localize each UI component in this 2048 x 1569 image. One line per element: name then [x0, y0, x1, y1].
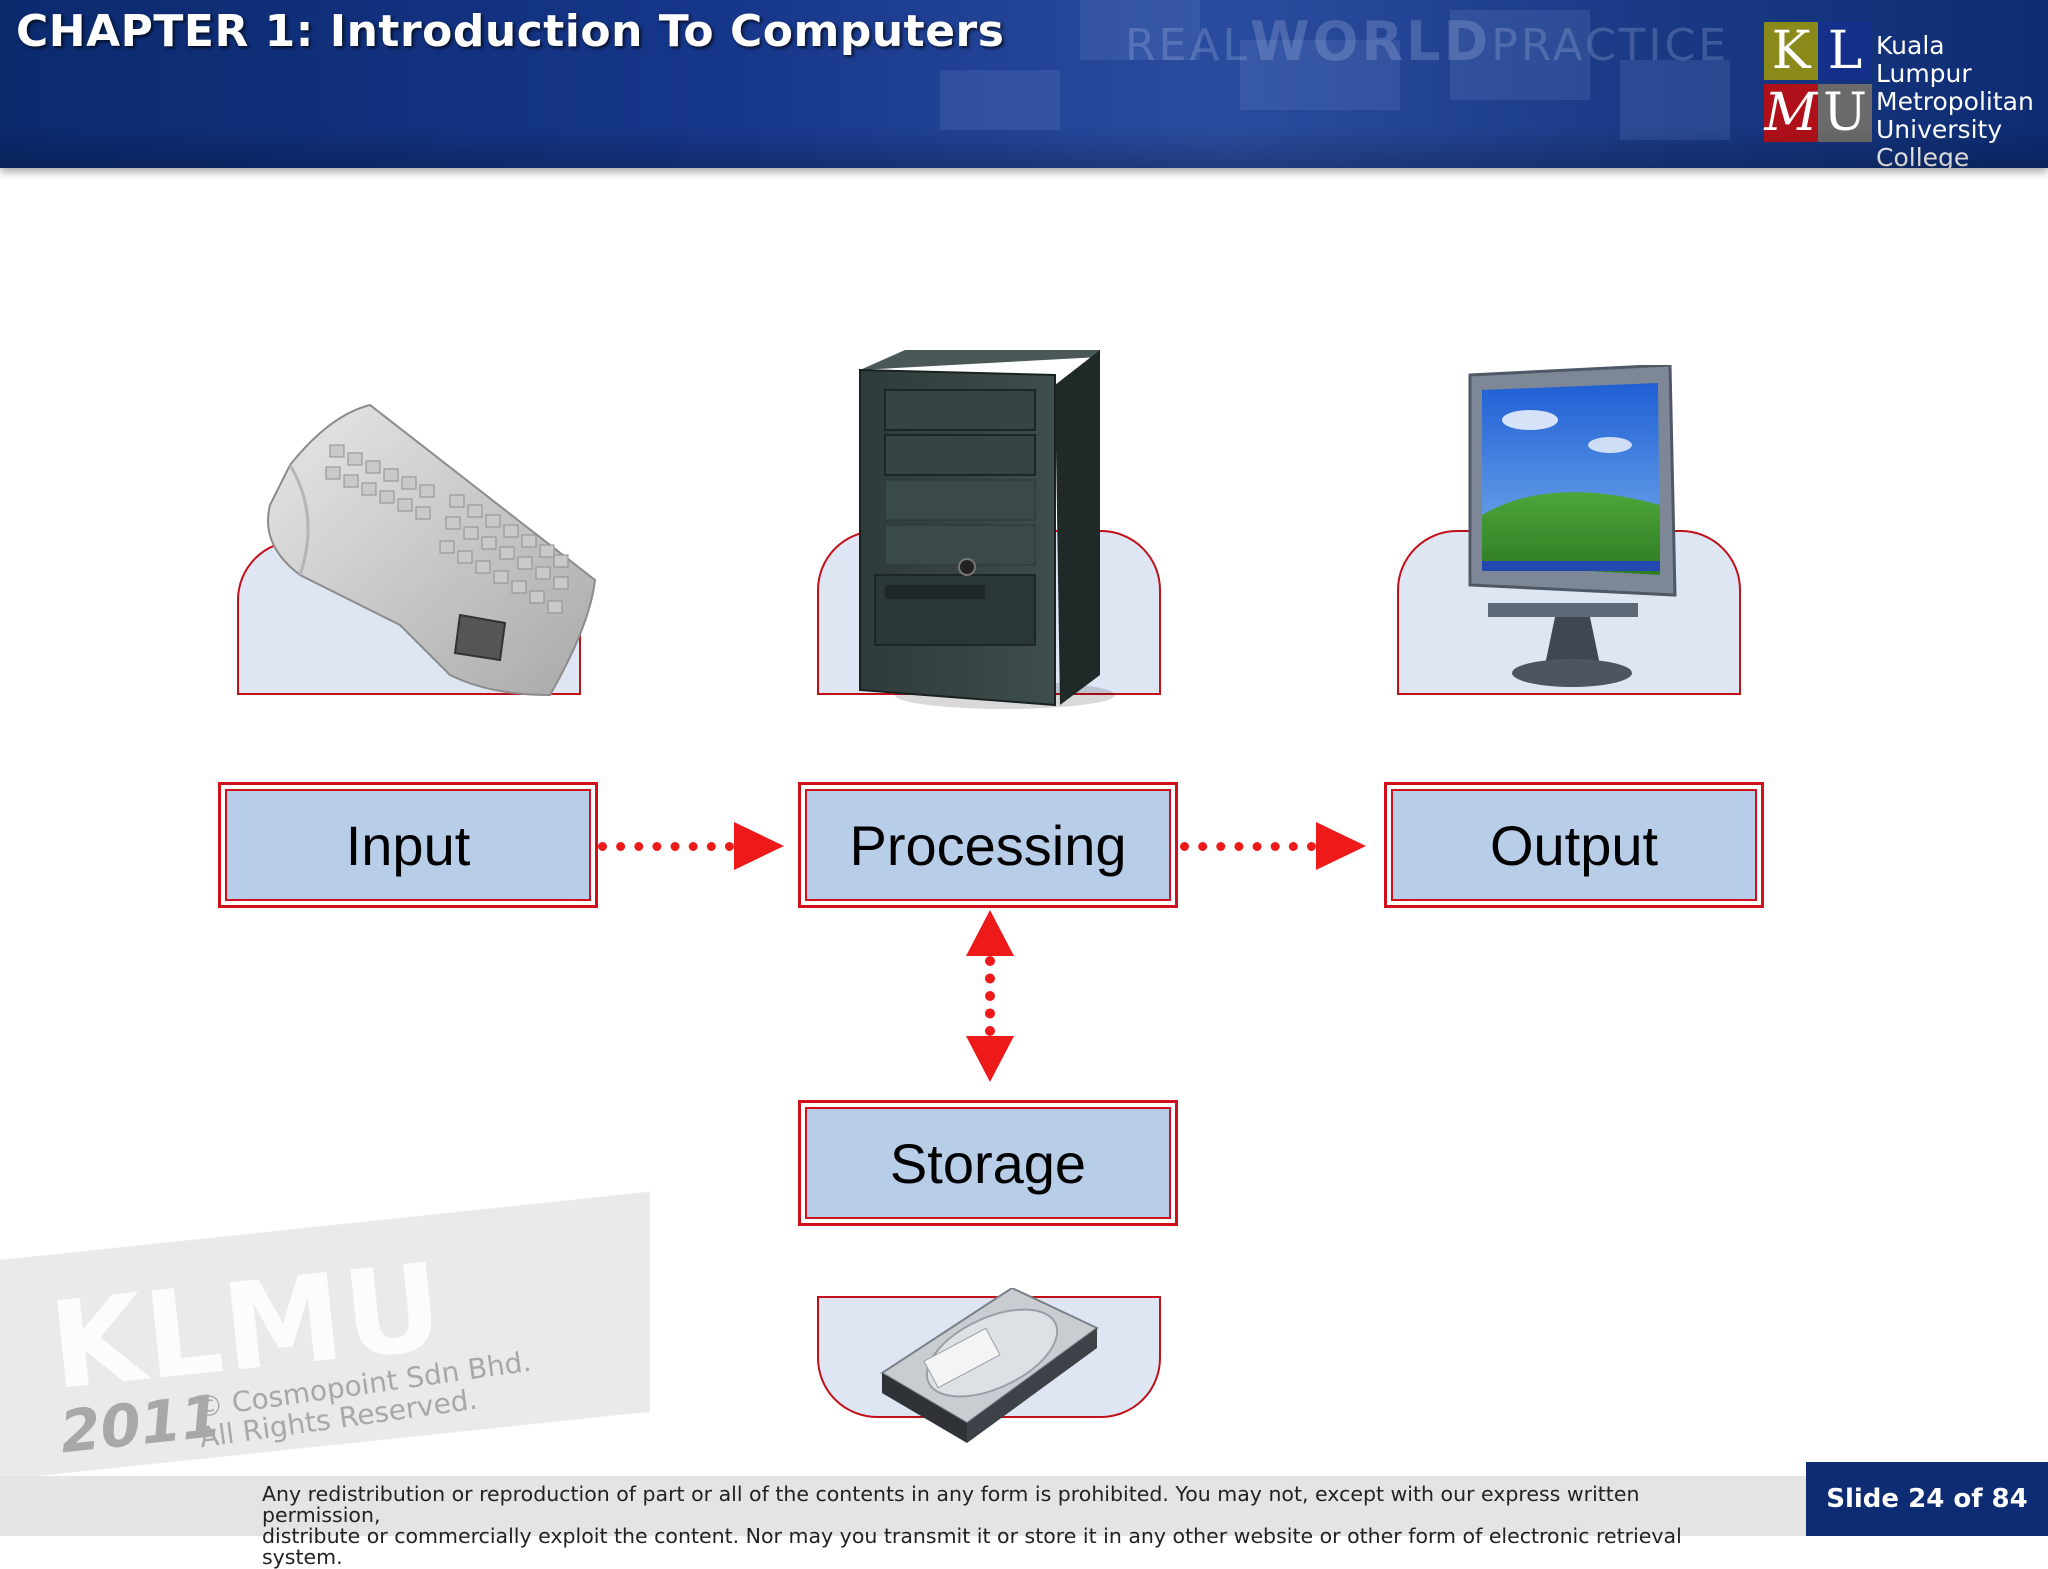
header-banner: CHAPTER 1: Introduction To Computers REA…	[0, 0, 2048, 168]
arrow-head-down	[966, 1036, 1014, 1082]
logo-name-line: Kuala Lumpur	[1876, 31, 1972, 88]
footer-disclaimer: Any redistribution or reproduction of pa…	[262, 1484, 1762, 1568]
logo-letter-u: U	[1818, 84, 1872, 142]
disclaimer-line: Any redistribution or reproduction of pa…	[262, 1482, 1640, 1527]
output-box: Output	[1384, 782, 1764, 908]
output-label: Output	[1391, 789, 1757, 901]
processing-to-output-arrow	[1180, 822, 1366, 870]
banner-text-world: WORLD	[1250, 10, 1492, 73]
logo-institution-name: Kuala Lumpur Metropolitan University Col…	[1876, 31, 2036, 169]
processing-label: Processing	[805, 789, 1171, 901]
banner-tile	[940, 70, 1060, 130]
input-box: Input	[218, 782, 598, 908]
logo-name-line: University	[1876, 115, 2003, 144]
arrow-dotted-line	[985, 956, 995, 1036]
computer-tower-icon	[859, 350, 1115, 709]
arrow-dotted-line	[598, 842, 734, 860]
input-to-processing-arrow	[598, 822, 784, 870]
footer-band	[0, 1476, 2048, 1536]
monitor-icon	[1468, 365, 1677, 687]
storage-box: Storage	[798, 1100, 1178, 1226]
input-label: Input	[225, 789, 591, 901]
banner-tile	[1240, 40, 1400, 110]
chapter-title: CHAPTER 1: Introduction To Computers	[16, 6, 1005, 57]
slide-indicator: Slide 24 of 84	[1806, 1462, 2048, 1536]
logo-name-line: College	[1876, 143, 1970, 169]
klmu-logo: K L M U Kuala Lumpur Metropolitan Univer…	[1764, 22, 2036, 168]
power-button-icon	[958, 558, 976, 576]
arrow-head-up	[966, 910, 1014, 956]
logo-name-line: Metropolitan	[1876, 87, 2034, 116]
banner-text-practice: PRACTICE	[1491, 20, 1730, 71]
keyboard-icon	[267, 403, 597, 697]
banner-tile	[1620, 60, 1730, 140]
arrow-dotted-line	[1180, 842, 1316, 860]
processing-storage-arrow	[966, 910, 1014, 1082]
storage-label: Storage	[805, 1107, 1171, 1219]
logo-letter-m: M	[1764, 83, 1818, 143]
disclaimer-line: distribute or commercially exploit the c…	[262, 1524, 1682, 1569]
logo-letter-k: K	[1764, 22, 1818, 80]
banner-tile	[1080, 0, 1200, 60]
banner-text-real: REAL	[1125, 20, 1250, 71]
processing-box: Processing	[798, 782, 1178, 908]
touchpad	[453, 613, 507, 662]
banner-watermark-text: REALWORLDPRACTICE	[1125, 10, 1729, 73]
hard-drive-icon	[880, 1288, 1099, 1443]
arrow-head-right	[1316, 822, 1366, 870]
logo-letter-l: L	[1818, 22, 1872, 80]
arrow-head-right	[734, 822, 784, 870]
banner-tile	[1450, 10, 1590, 100]
